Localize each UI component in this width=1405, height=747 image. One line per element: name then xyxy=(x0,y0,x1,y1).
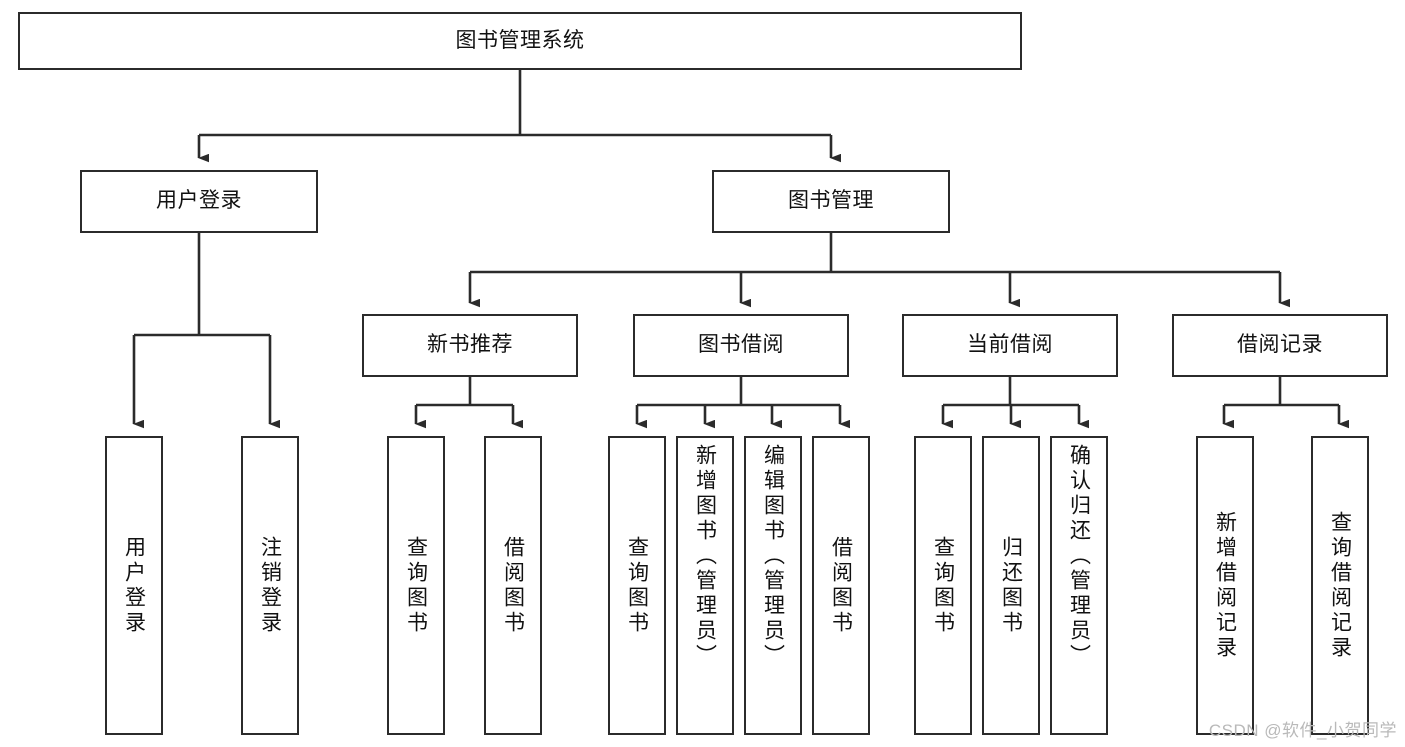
leaf-user-login[interactable]: 用户登录 xyxy=(105,436,163,735)
leaf-borrow-book-rec-label: 借阅图书 xyxy=(501,535,525,636)
leaf-query-book-current-label: 查询图书 xyxy=(931,535,955,636)
node-new-book-rec[interactable]: 新书推荐 xyxy=(362,314,578,377)
node-root[interactable]: 图书管理系统 xyxy=(18,12,1022,70)
node-current-borrow-label: 当前借阅 xyxy=(967,333,1053,357)
leaf-query-record-label: 查询借阅记录 xyxy=(1328,510,1352,661)
leaf-add-book-label: 新增图书（管理员） xyxy=(693,444,717,669)
leaf-query-book-borrow[interactable]: 查询图书 xyxy=(608,436,666,735)
node-current-borrow[interactable]: 当前借阅 xyxy=(902,314,1118,377)
leaf-borrow-book[interactable]: 借阅图书 xyxy=(812,436,870,735)
leaf-confirm-return[interactable]: 确认归还（管理员） xyxy=(1050,436,1108,735)
leaf-return-book[interactable]: 归还图书 xyxy=(982,436,1040,735)
leaf-query-book-rec[interactable]: 查询图书 xyxy=(387,436,445,735)
leaf-return-book-label: 归还图书 xyxy=(999,535,1023,636)
leaf-add-record-label: 新增借阅记录 xyxy=(1213,510,1237,661)
node-user-login-label: 用户登录 xyxy=(156,189,242,213)
leaf-add-record[interactable]: 新增借阅记录 xyxy=(1196,436,1254,735)
node-book-borrow-label: 图书借阅 xyxy=(698,333,784,357)
leaf-query-book-borrow-label: 查询图书 xyxy=(625,535,649,636)
leaf-edit-book[interactable]: 编辑图书（管理员） xyxy=(744,436,802,735)
node-book-manage-label: 图书管理 xyxy=(788,189,874,213)
leaf-confirm-return-label: 确认归还（管理员） xyxy=(1067,444,1091,669)
leaf-borrow-book-label: 借阅图书 xyxy=(829,535,853,636)
leaf-query-book-rec-label: 查询图书 xyxy=(404,535,428,636)
node-root-label: 图书管理系统 xyxy=(455,28,585,52)
leaf-borrow-book-rec[interactable]: 借阅图书 xyxy=(484,436,542,735)
node-book-borrow[interactable]: 图书借阅 xyxy=(633,314,849,377)
node-new-book-rec-label: 新书推荐 xyxy=(427,333,513,357)
node-book-manage[interactable]: 图书管理 xyxy=(712,170,950,233)
leaf-query-book-current[interactable]: 查询图书 xyxy=(914,436,972,735)
node-borrow-record[interactable]: 借阅记录 xyxy=(1172,314,1388,377)
node-user-login[interactable]: 用户登录 xyxy=(80,170,318,233)
leaf-query-record[interactable]: 查询借阅记录 xyxy=(1311,436,1369,735)
leaf-logout-label: 注销登录 xyxy=(258,535,282,636)
leaf-logout[interactable]: 注销登录 xyxy=(241,436,299,735)
leaf-user-login-label: 用户登录 xyxy=(122,535,146,636)
watermark: CSDN @软件_小贺同学 xyxy=(1208,721,1397,740)
leaf-edit-book-label: 编辑图书（管理员） xyxy=(761,444,785,669)
node-borrow-record-label: 借阅记录 xyxy=(1237,333,1323,357)
leaf-add-book[interactable]: 新增图书（管理员） xyxy=(676,436,734,735)
